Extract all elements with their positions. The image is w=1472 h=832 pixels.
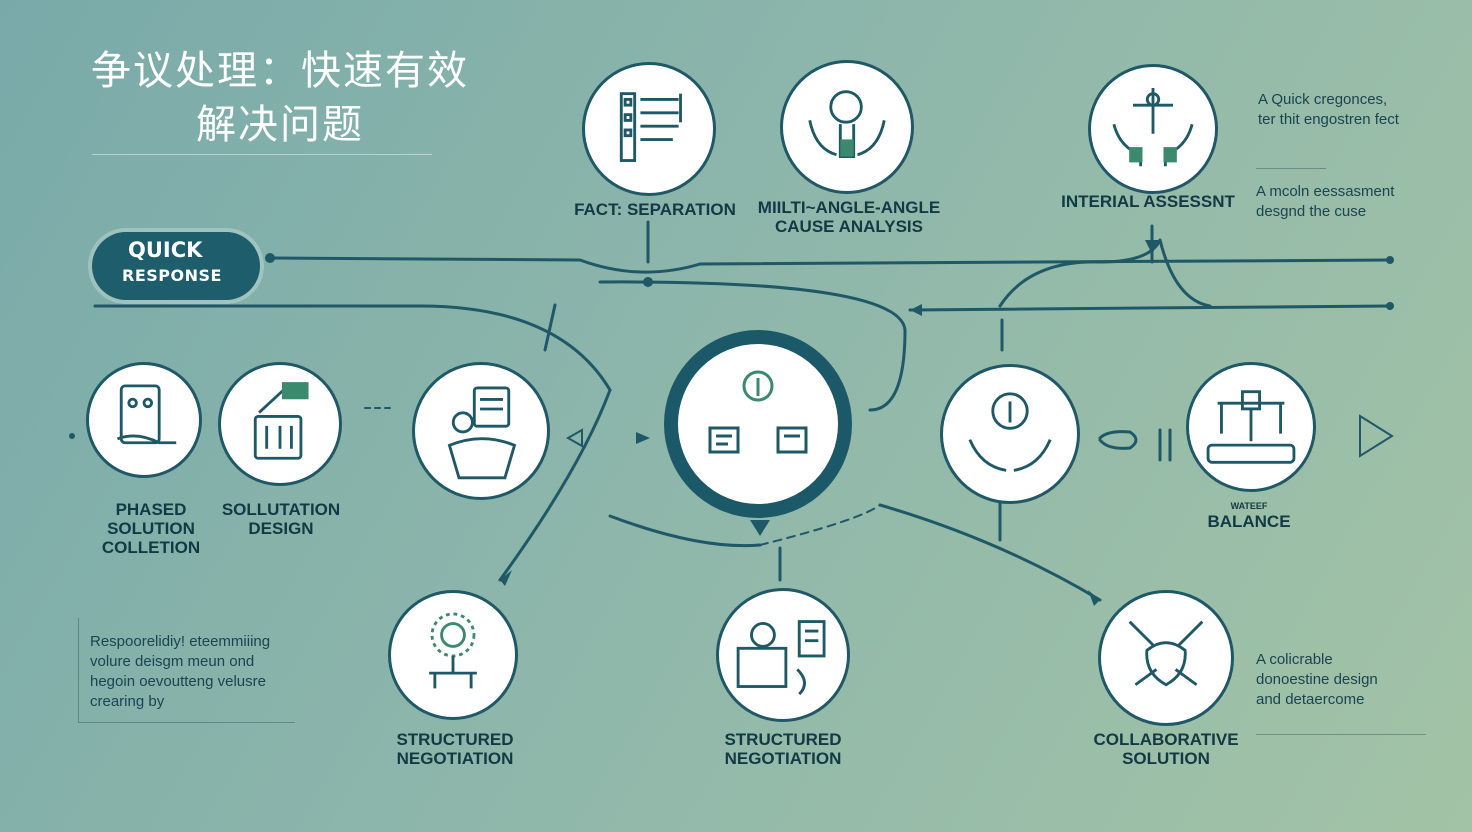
hands-balance-icon — [1112, 87, 1194, 167]
badge-line-2: RESPONSE — [122, 266, 222, 285]
responsibility-note: Respoorelidiy! eteemmiiing volure deisgm… — [90, 632, 300, 712]
label-line: NEGOTIATION — [396, 749, 514, 768]
label-line: FACT: SEPARATION — [574, 200, 736, 219]
page-title-line-2: 解决问题 — [196, 102, 364, 148]
label-line: STRUCTURED — [396, 730, 514, 749]
title-divider — [92, 154, 432, 155]
quick-response-badge: QUICK RESPONSE — [92, 232, 260, 300]
phased-solution-label: PHASED SOLUTION COLLETION — [78, 500, 224, 557]
fact-separation-label: FACT: SEPARATION — [560, 200, 750, 219]
note-line: hegoin oevoutteng velusre — [90, 673, 266, 690]
cause-analysis-node — [780, 60, 914, 194]
handshake-icon — [1128, 620, 1204, 687]
note-line: Respoorelidiy! eteemmiiing — [90, 633, 271, 650]
badge-line-1: QUICK — [128, 238, 203, 262]
page-title-line-1: 争议处理：快速有效 — [91, 48, 469, 94]
balance-node — [1186, 362, 1316, 492]
initial-assessment-node — [1088, 64, 1218, 194]
scale-balance-icon — [1206, 390, 1296, 464]
label-line: SOLUTION — [1122, 749, 1210, 768]
solution-design-label: SOLLUTATION DESIGN — [206, 500, 356, 538]
idea-basket-icon — [447, 386, 517, 480]
responsibility-note-box — [78, 618, 295, 723]
label-line: SOLUTION — [107, 519, 195, 538]
label-line: BALANCE — [1207, 512, 1291, 531]
note-collaborative: A colicrable donoestine design and detae… — [1256, 650, 1446, 710]
balance-label: WATEEF BALANCE — [1176, 500, 1322, 531]
hand-device-icon — [116, 384, 177, 445]
label-line: PHASED — [115, 500, 187, 519]
note-line: ter thit engostren fect — [1258, 111, 1399, 128]
note-line: donoestine design — [1256, 671, 1378, 688]
panel-controls-icon — [253, 382, 309, 460]
gear-network-icon — [429, 612, 477, 689]
collaborative-solution-node — [1098, 590, 1234, 726]
meeting-board-icon — [736, 620, 826, 696]
document-list-icon — [619, 92, 682, 162]
idea-basket-node — [412, 362, 550, 500]
note-line: and detaercome — [1256, 691, 1365, 708]
structured-negotiation-label-2: STRUCTURED NEGOTIATION — [702, 730, 864, 768]
label-line: COLLABORATIVE — [1093, 730, 1239, 749]
label-line: STRUCTURED — [724, 730, 842, 749]
person-decision-icon — [708, 370, 808, 454]
structured-negotiation-node-1 — [388, 590, 518, 720]
label-line: MIILTI~ANGLE-ANGLE — [757, 198, 941, 217]
note-line: desgnd the cuse — [1256, 203, 1367, 220]
note-divider — [1256, 168, 1326, 169]
label-line: COLLETION — [101, 538, 201, 557]
note-assessment: A mcoln eessasment desgnd the cuse — [1256, 182, 1446, 222]
collaborative-solution-label: COLLABORATIVE SOLUTION — [1082, 730, 1250, 768]
phased-solution-node — [86, 362, 202, 478]
structured-negotiation-node-2 — [716, 588, 850, 722]
note-line: crearing by — [90, 693, 165, 710]
note-line: volure deisgm meun ond — [90, 653, 255, 670]
page-title: 争议处理：快速有效 解决问题 — [40, 44, 520, 152]
label-line: NEGOTIATION — [724, 749, 842, 768]
note-line: A colicrable — [1256, 651, 1333, 668]
note-quick-response: A Quick cregonces, ter thit engostren fe… — [1258, 90, 1448, 130]
cause-analysis-label: MIILTI~ANGLE-ANGLE CAUSE ANALYSIS — [746, 198, 952, 236]
note-line: A mcoln eessasment — [1256, 183, 1395, 200]
label-line: CAUSE ANALYSIS — [775, 217, 923, 236]
central-hub — [664, 330, 852, 518]
label-line: WATEEF — [1230, 501, 1268, 511]
structured-negotiation-label-1: STRUCTURED NEGOTIATION — [370, 730, 540, 768]
collaboration-idea-node — [940, 364, 1080, 504]
hands-bulb-icon — [968, 392, 1052, 472]
label-line: SOLLUTATION — [221, 500, 341, 519]
solution-design-node — [218, 362, 342, 486]
fact-separation-node — [582, 62, 716, 196]
label-line: INTERIAL ASSESSNT — [1061, 192, 1235, 211]
note-bottom-rule — [1256, 734, 1426, 735]
initial-assessment-label: INTERIAL ASSESSNT — [1050, 192, 1246, 211]
label-line: DESIGN — [248, 519, 314, 538]
note-line: A Quick cregonces, — [1258, 91, 1388, 108]
hands-lightbulb-icon — [808, 90, 886, 159]
